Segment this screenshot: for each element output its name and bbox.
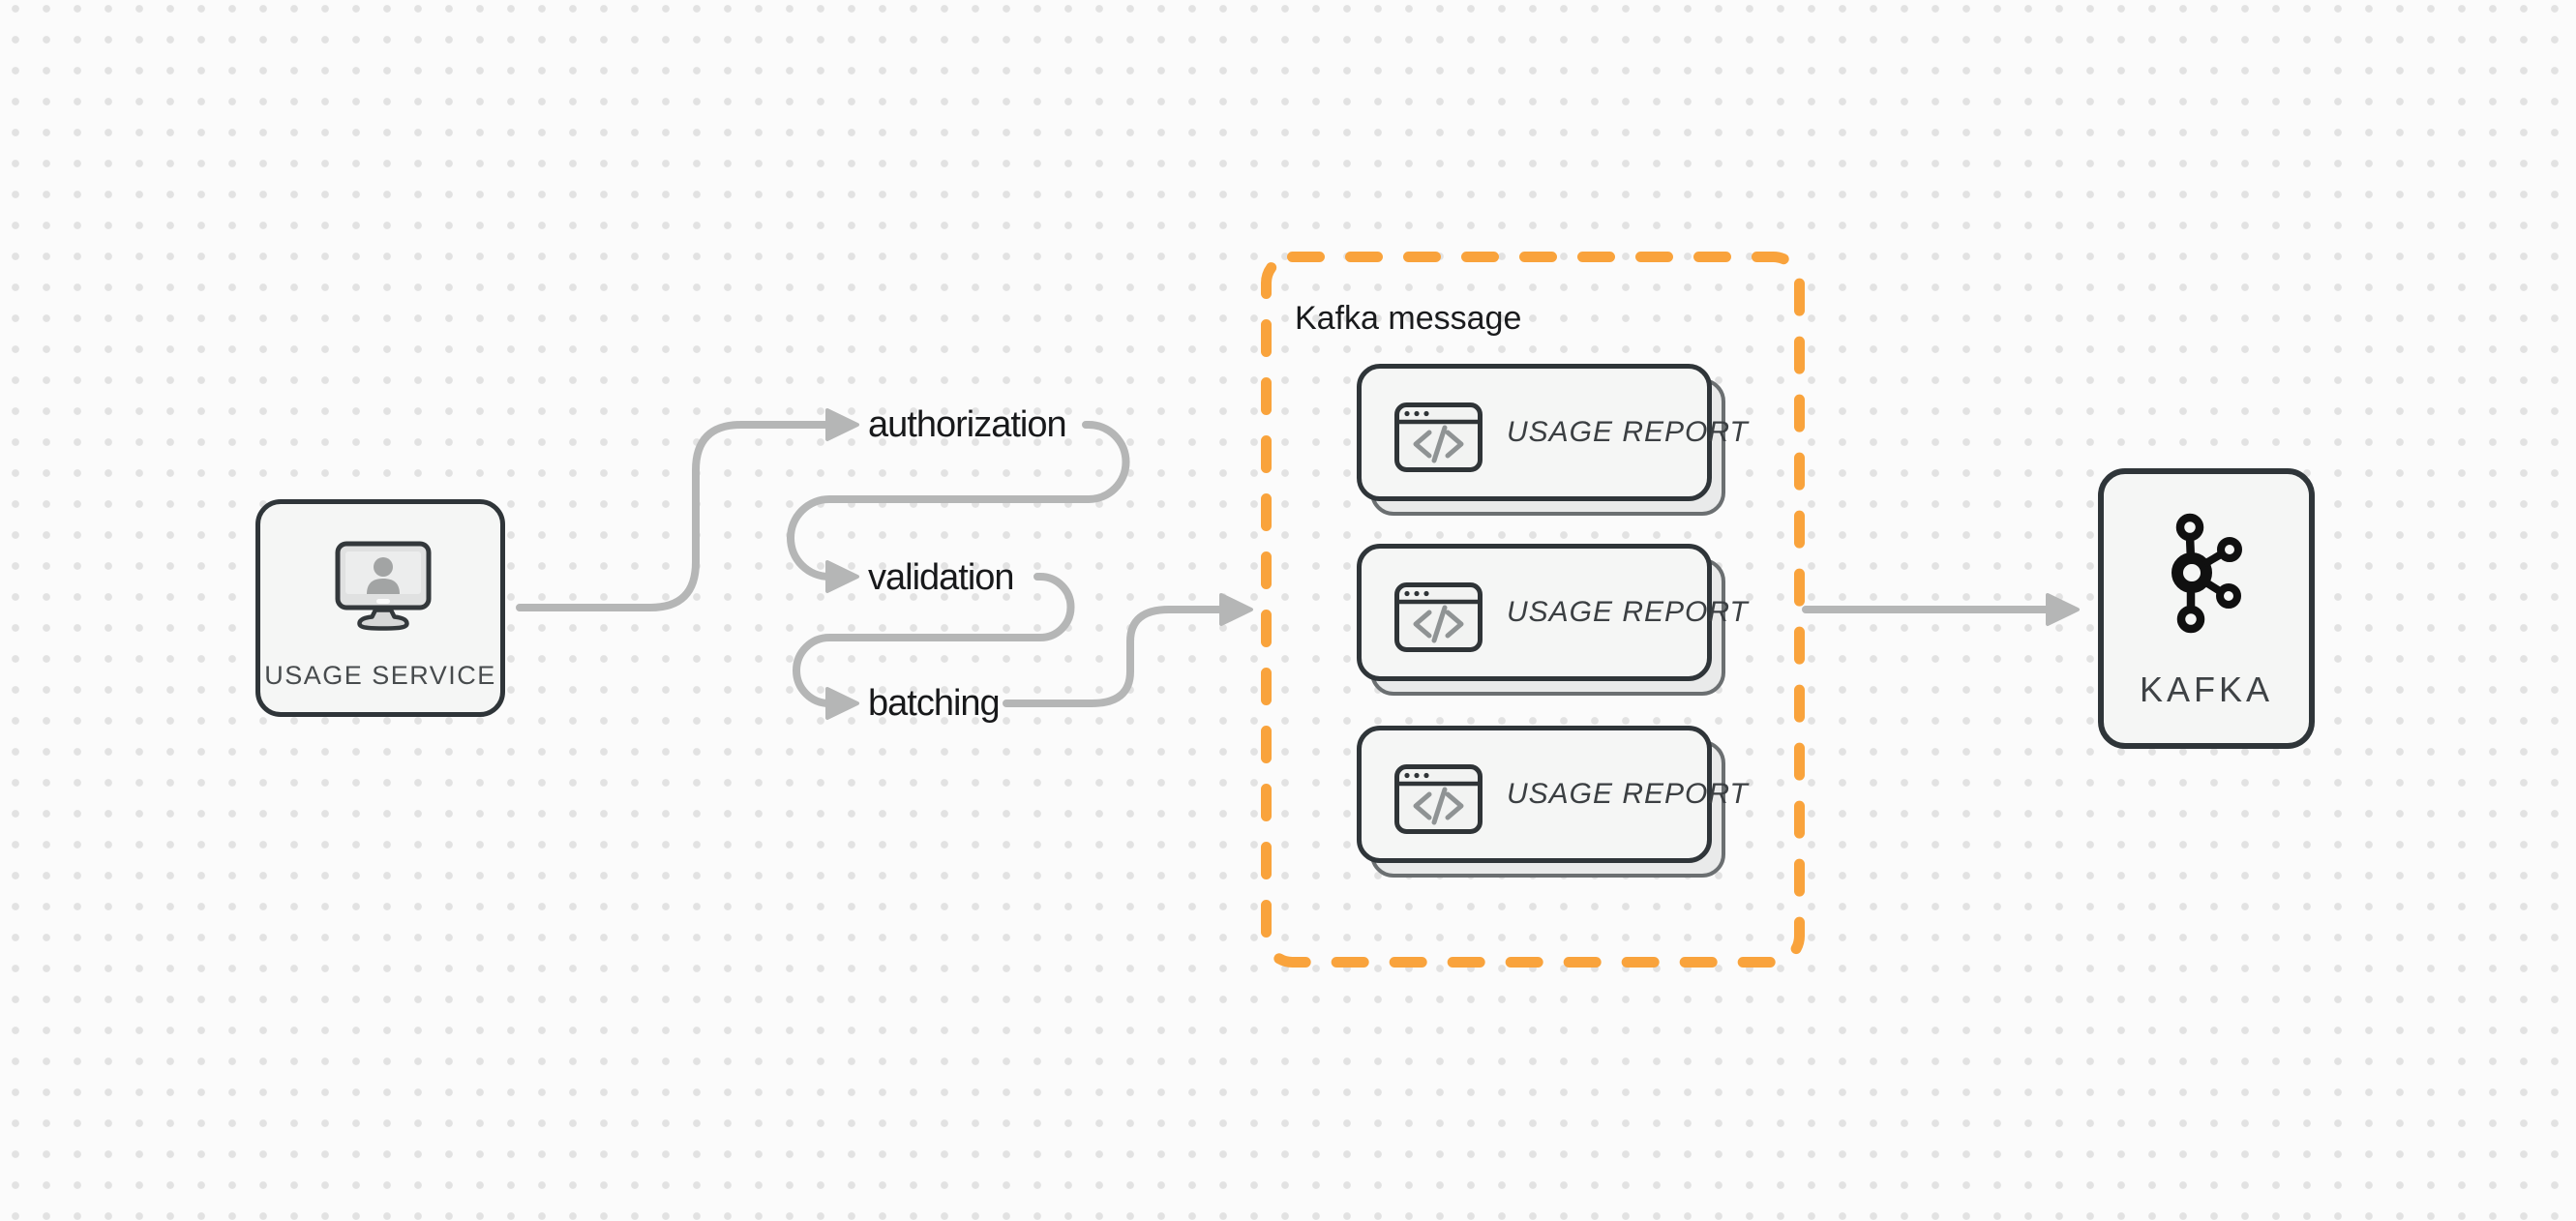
code-window-icon [1394,402,1483,472]
connector-batching-to-group [1003,593,1253,707]
connector-group-to-kafka [1802,593,2080,626]
kafka-label: KAFKA [2139,670,2274,709]
step-label-authorization: authorization [868,404,1067,445]
step-label-batching: batching [868,683,1001,724]
usage-report-label: USAGE REPORT [1507,416,1749,448]
usage-report-card: USAGE REPORT [1357,726,1748,878]
usage-report-card: USAGE REPORT [1357,544,1748,696]
connector-usage-to-authorization [516,408,859,611]
monitor-user-icon [335,541,432,631]
arrowhead-icon [825,408,859,441]
kafka-message-group-title: Kafka message [1295,300,1522,337]
code-window-icon [1394,764,1483,834]
kafka-logo-icon [2172,513,2242,634]
code-window-icon [1394,582,1483,652]
node-usage-service: USAGE SERVICE [255,499,505,717]
usage-report-label: USAGE REPORT [1507,778,1749,810]
usage-report-label: USAGE REPORT [1507,596,1749,628]
arrowhead-icon [825,687,859,720]
arrowhead-icon [1219,593,1253,626]
usage-service-label: USAGE SERVICE [264,661,496,690]
usage-report-card: USAGE REPORT [1357,364,1748,516]
node-kafka: KAFKA [2098,468,2315,749]
step-label-validation: validation [868,557,1015,598]
arrowhead-icon [825,560,859,593]
arrowhead-icon [2046,593,2080,626]
